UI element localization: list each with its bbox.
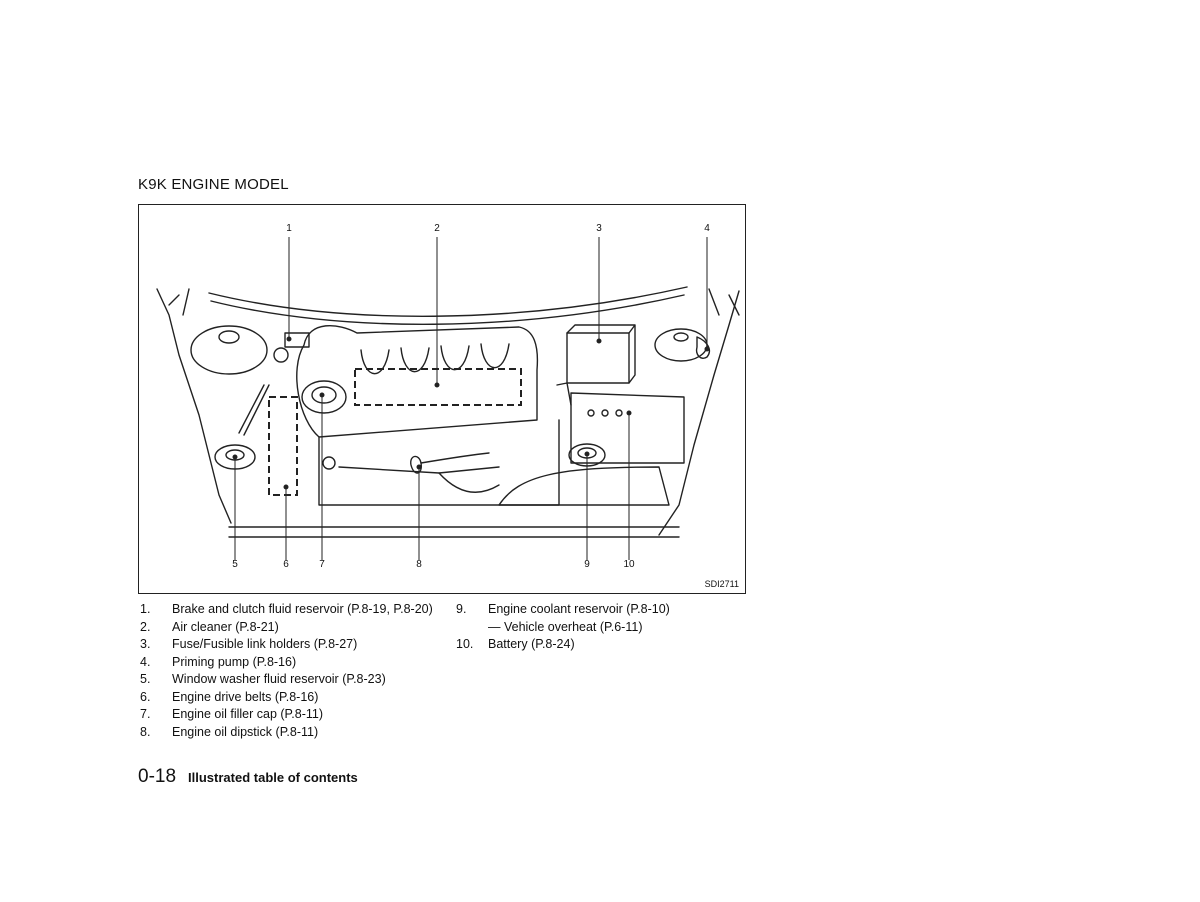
legend-item: 9. Engine coolant reservoir (P.8-10): [456, 601, 670, 619]
page-number: 0-18: [138, 766, 177, 787]
legend-num: 9.: [456, 602, 467, 616]
legend-item: 6. Engine drive belts (P.8-16): [140, 689, 433, 707]
legend-right: 9. Engine coolant reservoir (P.8-10) — Ve…: [456, 601, 670, 654]
callout-5: 5: [232, 559, 238, 570]
legend-item: 2. Air cleaner (P.8-21): [140, 619, 433, 637]
legend-item: 8. Engine oil dipstick (P.8-11): [140, 724, 433, 742]
legend-num: 8.: [140, 724, 151, 739]
callout-1: 1: [286, 223, 292, 234]
callout-7: 7: [319, 559, 325, 570]
legend-text: Priming pump (P.8-16): [172, 654, 297, 669]
legend-num: 4.: [140, 654, 151, 669]
callout-3: 3: [596, 223, 602, 234]
footer-section-title: Illustrated table of contents: [188, 770, 358, 785]
page-footer: 0-18 Illustrated table of contents: [138, 766, 358, 788]
callout-10: 10: [623, 559, 635, 570]
legend-text: Engine oil filler cap (P.8-11): [172, 707, 324, 721]
legend-item: — Vehicle overheat (P.6-11): [456, 619, 670, 637]
callout-2: 2: [434, 223, 440, 234]
figure-id: SDI2711: [704, 579, 739, 589]
legend-left: 1. Brake and clutch fluid reservoir (P.8-…: [140, 601, 433, 741]
legend-num: 10.: [456, 637, 474, 651]
legend-text: Battery (P.8-24): [488, 637, 575, 651]
legend-item: 3. Fuse/Fusible link holders (P.8-27): [140, 636, 433, 654]
engine-diagram-figure: 1 2 3 4 5 6 7 8 9 10 SDI2711: [138, 204, 746, 594]
legend-num: 2.: [140, 619, 151, 634]
legend-num: 1.: [140, 602, 151, 616]
legend-text: Engine coolant reservoir (P.8-10): [488, 602, 670, 616]
callout-9: 9: [584, 559, 590, 570]
legend-text: — Vehicle overheat (P.6-11): [488, 619, 643, 634]
engine-compartment-illustration: [156, 237, 740, 560]
legend-text: Air cleaner (P.8-21): [172, 619, 279, 634]
legend-num: 7.: [140, 707, 151, 721]
legend-item: 10. Battery (P.8-24): [456, 636, 670, 654]
legend-item: 5. Window washer fluid reservoir (P.8-23): [140, 671, 433, 689]
legend-num: 6.: [140, 689, 151, 704]
legend-text: Engine drive belts (P.8-16): [172, 689, 319, 704]
legend-item: 4. Priming pump (P.8-16): [140, 654, 433, 672]
legend-text: Brake and clutch fluid reservoir (P.8-19…: [172, 602, 433, 616]
legend-item: 7. Engine oil filler cap (P.8-11): [140, 706, 433, 724]
legend-item: 1. Brake and clutch fluid reservoir (P.8-…: [140, 601, 433, 619]
legend-text: Engine oil dipstick (P.8-11): [172, 724, 319, 739]
legend-text: Window washer fluid reservoir (P.8-23): [172, 672, 386, 686]
callout-4: 4: [704, 223, 710, 234]
callout-6: 6: [283, 559, 289, 570]
legend-text: Fuse/Fusible link holders (P.8-27): [172, 637, 358, 651]
section-title: K9K ENGINE MODEL: [138, 176, 289, 193]
legend-num: 5.: [140, 672, 151, 686]
callout-8: 8: [416, 559, 422, 570]
legend-num: 3.: [140, 637, 151, 651]
legend-num: [456, 619, 488, 637]
